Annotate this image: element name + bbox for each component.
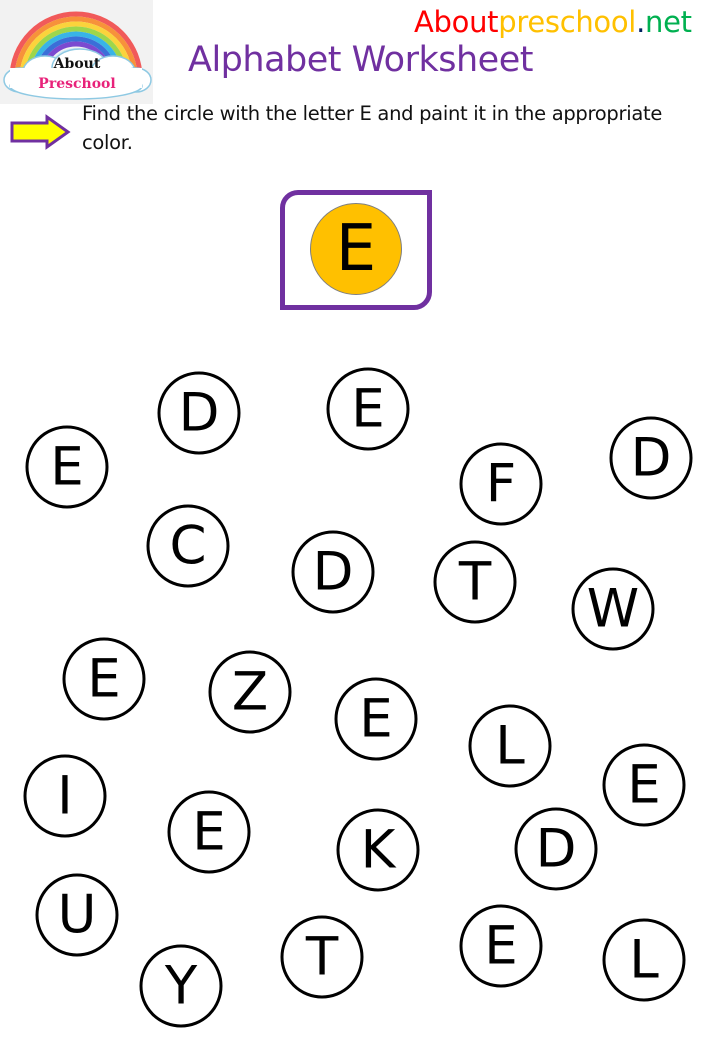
letter-circle-e[interactable]: E xyxy=(62,637,146,721)
site-name-part-about: About xyxy=(414,5,499,39)
logo-text-about: About xyxy=(53,56,101,72)
logo-text-preschool: Preschool xyxy=(38,76,115,92)
letter-circle-t[interactable]: T xyxy=(433,540,517,624)
letter-circle-u[interactable]: U xyxy=(35,873,119,957)
site-name-part-net: net xyxy=(644,5,692,39)
letter-circle-i[interactable]: I xyxy=(23,754,107,838)
target-letter-circle: E xyxy=(310,203,402,295)
letter-circle-e[interactable]: E xyxy=(334,677,418,761)
letter-circle-e[interactable]: E xyxy=(326,367,410,451)
letter-circle-d[interactable]: D xyxy=(157,371,241,455)
letter-circle-z[interactable]: Z xyxy=(208,650,292,734)
target-letter-frame: E xyxy=(280,190,432,310)
about-preschool-logo: About Preschool xyxy=(0,0,153,104)
letter-circle-e[interactable]: E xyxy=(167,790,251,874)
letter-circle-l[interactable]: L xyxy=(602,918,686,1002)
letter-circle-l[interactable]: L xyxy=(468,704,552,788)
site-name-part-dot: . xyxy=(636,5,645,39)
letter-circle-d[interactable]: D xyxy=(291,530,375,614)
site-name-part-preschool: preschool xyxy=(498,5,637,39)
letter-circle-e[interactable]: E xyxy=(602,743,686,827)
letter-circle-c[interactable]: C xyxy=(146,504,230,588)
arrow-right-icon xyxy=(10,114,71,150)
letter-circle-t[interactable]: T xyxy=(280,915,364,999)
letter-circle-e[interactable]: E xyxy=(459,904,543,988)
rainbow-cloud-icon: About Preschool xyxy=(3,11,152,100)
instruction-text: Find the circle with the letter E and pa… xyxy=(82,102,663,154)
letter-circle-d[interactable]: D xyxy=(609,416,693,500)
letter-circle-f[interactable]: F xyxy=(459,442,543,526)
site-name: Aboutpreschool.net xyxy=(414,5,692,39)
letter-circle-w[interactable]: W xyxy=(571,567,655,651)
letter-circle-e[interactable]: E xyxy=(25,425,109,509)
letter-circle-d[interactable]: D xyxy=(514,807,598,891)
letter-circle-k[interactable]: K xyxy=(336,808,420,892)
letter-circle-y[interactable]: Y xyxy=(139,944,223,1028)
page-title: Alphabet Worksheet xyxy=(188,40,533,80)
